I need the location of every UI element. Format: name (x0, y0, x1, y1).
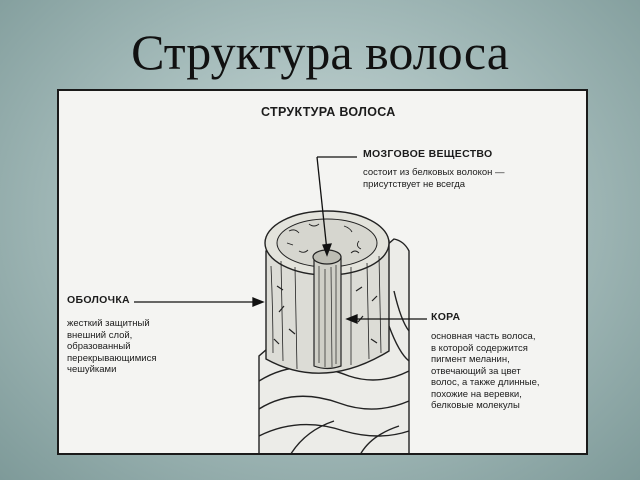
cuticle-arrowhead (252, 297, 265, 307)
figure-heading: СТРУКТУРА ВОЛОСА (261, 105, 396, 119)
hair-structure-figure: СТРУКТУРА ВОЛОСА МОЗГОВОЕ ВЕЩЕСТВО состо… (57, 89, 588, 455)
pointer-lines (134, 156, 427, 324)
cortex-description: основная часть волоса, в которой содержи… (431, 331, 540, 411)
medulla-core (312, 249, 342, 370)
hair-illustration (134, 156, 427, 453)
cortex-arrowhead (345, 314, 358, 324)
medulla-arrowhead (322, 243, 332, 257)
cuticle-label: ОБОЛОЧКА (67, 294, 130, 306)
medulla-label: МОЗГОВОЕ ВЕЩЕСТВО (363, 148, 493, 160)
medulla-description: состоит из белковых волокон — присутству… (363, 167, 505, 190)
cortex-label: КОРА (431, 311, 461, 323)
cuticle-description: жесткий защитный внешний слой, образован… (67, 318, 157, 375)
medulla-pointer (316, 156, 328, 252)
slide-title: Структура волоса (131, 24, 509, 80)
